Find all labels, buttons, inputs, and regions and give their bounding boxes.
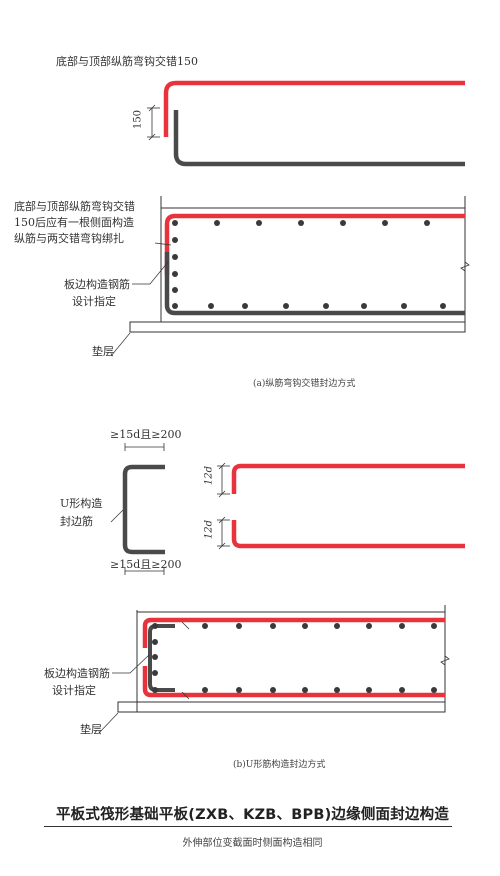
side-note-line-1: 底部与顶部纵筋弯钩交错 bbox=[14, 200, 135, 213]
hook-detail-b bbox=[217, 462, 465, 550]
dim-12d-bottom: 12d bbox=[203, 519, 215, 540]
edge-rebar-label-a-2: 设计指定 bbox=[72, 295, 116, 308]
caption-a: (a)纵筋弯钩交错封边方式 bbox=[253, 379, 356, 389]
side-note-line-3: 纵筋与两交错弯钩绑扎 bbox=[14, 232, 124, 245]
bottom-rebar-dark-a bbox=[164, 252, 465, 316]
edge-rebar-label-b-2: 设计指定 bbox=[52, 684, 96, 697]
dim-150: 150 bbox=[132, 109, 144, 130]
u-rebar bbox=[122, 464, 165, 555]
cushion-layer-b bbox=[117, 701, 446, 713]
side-note-line-2: 150后应有一根侧面构造 bbox=[14, 216, 134, 229]
bottom-bar-dots-a bbox=[172, 303, 446, 309]
cushion-label-a: 垫层 bbox=[92, 345, 114, 358]
top-bar-dots-b bbox=[152, 623, 437, 629]
label-hook-overlap-150: 底部与顶部纵筋弯钩交错150 bbox=[56, 55, 198, 68]
cushion-label-b: 垫层 bbox=[80, 723, 102, 736]
slab-section-b bbox=[98, 605, 450, 734]
u-dim-bottom: ≥15d且≥200 bbox=[110, 558, 182, 571]
cushion-layer-a bbox=[129, 321, 466, 333]
u-dim-top: ≥15d且≥200 bbox=[110, 428, 182, 441]
side-bar-dots-b bbox=[152, 639, 158, 676]
bottom-rebar-red-b2 bbox=[142, 666, 445, 698]
side-bar-dots-a bbox=[172, 237, 178, 293]
top-bar-dots-a bbox=[172, 220, 430, 226]
bottom-rebar-dark bbox=[173, 110, 465, 167]
slab-section-a bbox=[110, 196, 470, 357]
edge-rebar-label-a-1: 板边构造钢筋 bbox=[64, 278, 130, 291]
bottom-bar-dots-b bbox=[152, 687, 437, 693]
hook-detail-a bbox=[147, 80, 465, 167]
top-rebar-red bbox=[163, 80, 465, 137]
top-rebar-red-b2 bbox=[142, 617, 445, 648]
edge-rebar-label-b-1: 板边构造钢筋 bbox=[44, 667, 110, 680]
title-rule bbox=[44, 826, 452, 827]
bottom-rebar-red-b bbox=[231, 520, 465, 549]
caption-b: (b)U形筋构造封边方式 bbox=[233, 760, 326, 770]
dim-12d-top: 12d bbox=[203, 465, 215, 486]
u-label-2: 封边筋 bbox=[60, 515, 93, 528]
top-rebar-red-b bbox=[231, 463, 465, 494]
figure-subtitle: 外伸部位变截面时侧面构造相同 bbox=[182, 838, 323, 849]
top-rebar-red-a bbox=[164, 213, 465, 275]
u-label-1: U形构造 bbox=[60, 497, 103, 510]
u-bar-detail bbox=[110, 443, 165, 575]
figure-title: 平板式筏形基础平板(ZXB、KZB、BPB)边缘侧面封边构造 bbox=[55, 807, 450, 823]
